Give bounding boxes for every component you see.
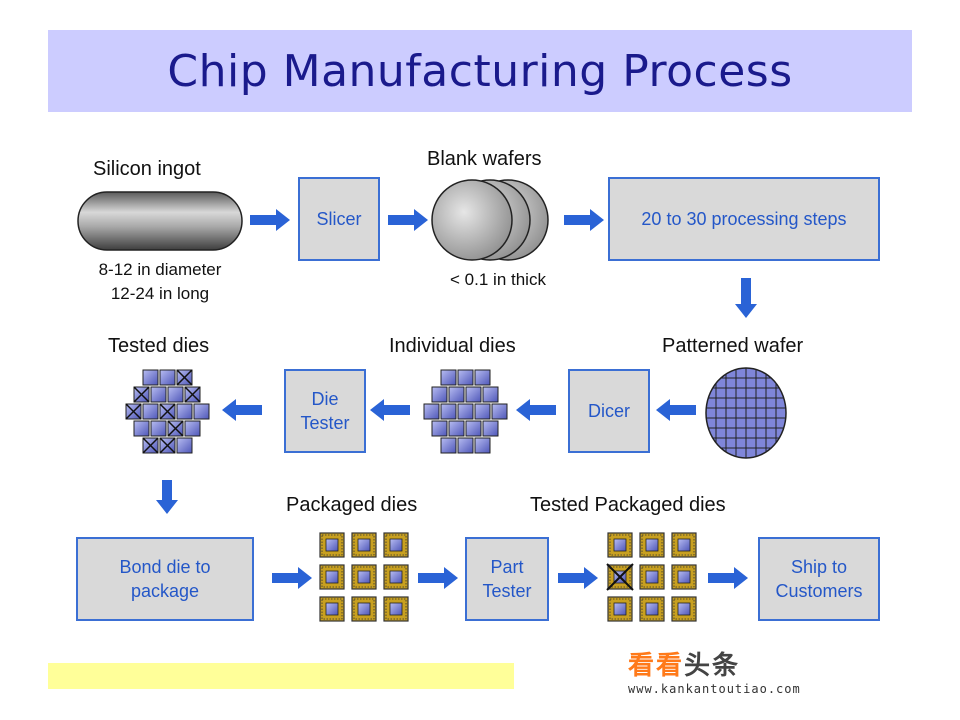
die: [440, 403, 457, 420]
die: [491, 403, 508, 420]
arrow-slicer-to-wafers: [388, 209, 428, 231]
tested-die: [176, 437, 193, 454]
package: [607, 532, 633, 558]
arrow-ingot-to-slicer: [250, 209, 290, 231]
watermark: 看看头条 www.kankantoutiao.com: [628, 645, 838, 696]
label-wafer-thickness: < 0.1 in thick: [450, 270, 546, 289]
die: [457, 437, 474, 454]
tested-die: [150, 386, 167, 403]
step-processing: 20 to 30 processing steps: [608, 177, 880, 261]
arrow-patterned-to-dicer: [656, 399, 696, 421]
label-silicon-ingot: Silicon ingot: [93, 158, 201, 180]
step-ship-label-2: Customers: [775, 581, 863, 601]
die: [474, 369, 491, 386]
die: [440, 437, 457, 454]
step-die-tester-label-2: Tester: [300, 413, 350, 433]
die: [423, 403, 440, 420]
watermark-cn-dark: 头条: [684, 651, 741, 681]
step-part-tester: Part Tester: [465, 537, 549, 621]
arrow-dicer-to-dies: [516, 399, 556, 421]
footer-bar: [48, 663, 514, 689]
die: [474, 437, 491, 454]
packaged-dies-image: [319, 532, 409, 622]
step-ship-label-1: Ship to: [790, 557, 848, 577]
label-blank-wafers: Blank wafers: [427, 148, 542, 170]
label-tested-dies: Tested dies: [108, 335, 210, 357]
label-patterned-wafer: Patterned wafer: [662, 335, 804, 357]
step-part-tester-label-2: Tester: [482, 581, 532, 601]
tested-packaged-dies-image: [606, 532, 697, 622]
title-bar: Chip Manufacturing Process: [48, 30, 912, 112]
step-slicer-label: Slicer: [316, 209, 362, 229]
die: [482, 420, 499, 437]
patterned-wafer-image: [705, 367, 787, 459]
step-die-tester: Die Tester: [284, 369, 366, 453]
die: [431, 420, 448, 437]
arrow-processing-to-patterned: [735, 278, 757, 318]
arrow-tested-to-bond: [156, 480, 178, 514]
tested-die: [133, 420, 150, 437]
page-title: Chip Manufacturing Process: [167, 45, 793, 97]
step-dicer: Dicer: [568, 369, 650, 453]
die: [448, 420, 465, 437]
tested-die: [142, 369, 159, 386]
step-bond-die-label-2: package: [130, 581, 200, 601]
arrow-bond-to-packaged: [272, 567, 312, 589]
die: [457, 403, 474, 420]
arrow-packaged-to-part-tester: [418, 567, 458, 589]
die: [482, 386, 499, 403]
package: [639, 596, 665, 622]
tested-die: [167, 386, 184, 403]
arrow-part-tester-to-tested-packaged: [558, 567, 598, 589]
tested-die: [142, 403, 159, 420]
tested-die: [150, 420, 167, 437]
tested-die: [176, 403, 193, 420]
die: [431, 386, 448, 403]
step-dicer-label: Dicer: [587, 401, 630, 421]
step-slicer: Slicer: [298, 177, 380, 261]
tested-die: [193, 403, 210, 420]
tested-dies-image: [125, 369, 210, 454]
die: [465, 420, 482, 437]
silicon-ingot-image: [77, 191, 243, 251]
package: [671, 596, 697, 622]
label-ingot-length: 12-24 in long: [110, 284, 210, 303]
die: [465, 386, 482, 403]
watermark-cn-orange: 看看: [628, 651, 685, 681]
step-bond-die: Bond die to package: [76, 537, 254, 621]
individual-dies-image: [423, 369, 508, 454]
arrow-wafers-to-processing: [564, 209, 604, 231]
arrow-tested-packaged-to-ship: [708, 567, 748, 589]
tested-die: [159, 369, 176, 386]
step-bond-die-label-1: Bond die to: [119, 557, 211, 577]
label-individual-dies: Individual dies: [389, 335, 516, 357]
step-die-tester-label-1: Die: [311, 389, 339, 409]
label-ingot-diameter: 8-12 in diameter: [98, 260, 222, 279]
blank-wafers-image: [431, 179, 549, 261]
label-tested-packaged-dies: Tested Packaged dies: [530, 494, 726, 516]
step-processing-label: 20 to 30 processing steps: [641, 209, 847, 229]
die: [440, 369, 457, 386]
arrow-dies-to-tester: [370, 399, 410, 421]
label-ingot-dimensions: 8-12 in diameter 12-24 in long: [70, 258, 250, 306]
step-part-tester-label-1: Part: [490, 557, 524, 577]
watermark-logo: 看看头条: [628, 645, 838, 682]
die: [457, 369, 474, 386]
die: [474, 403, 491, 420]
label-packaged-dies: Packaged dies: [286, 494, 418, 516]
watermark-url: www.kankantoutiao.com: [628, 682, 801, 696]
die: [448, 386, 465, 403]
step-ship: Ship to Customers: [758, 537, 880, 621]
tested-die: [184, 420, 201, 437]
arrow-tester-to-tested: [222, 399, 262, 421]
